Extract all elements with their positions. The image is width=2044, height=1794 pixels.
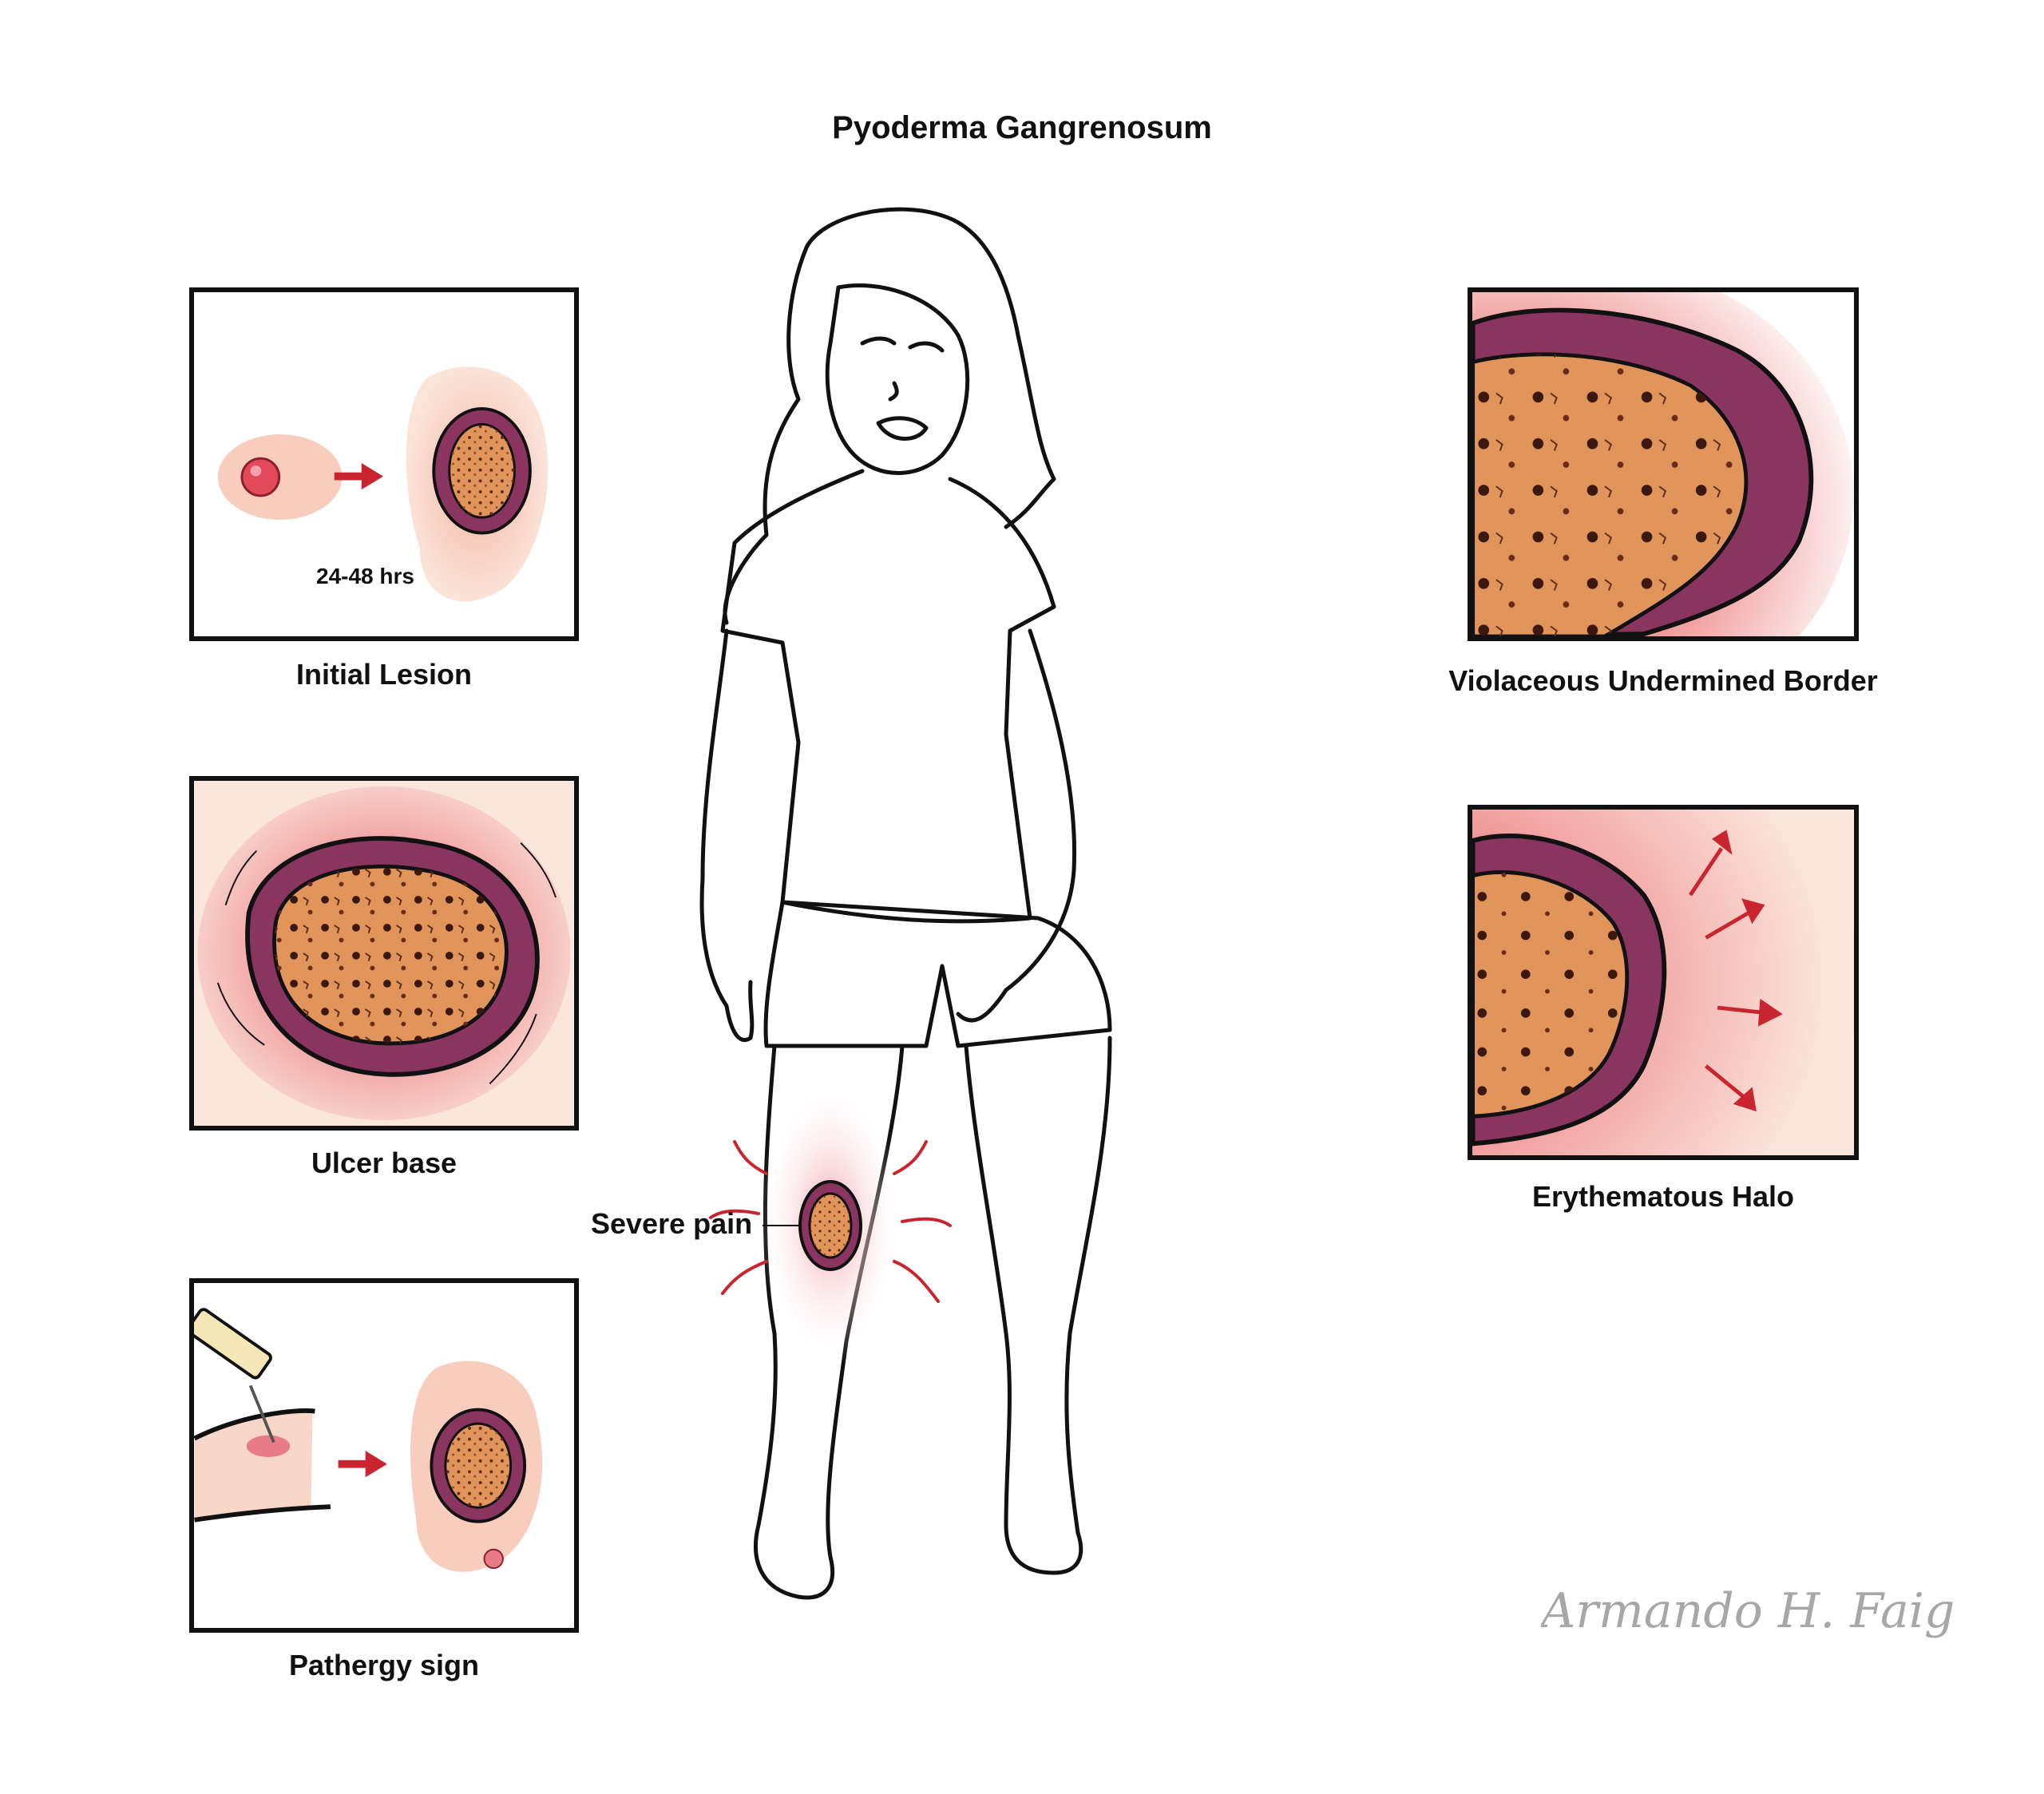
ulcer-base-illustration <box>194 781 574 1126</box>
caption-violaceous-border: Violaceous Undermined Border <box>1448 664 1878 697</box>
signature-text: Armando H. Faigl <box>1541 1583 1956 1639</box>
syringe-icon <box>194 1308 275 1444</box>
caption-initial-lesion: Initial Lesion <box>295 658 473 691</box>
spreading-arrows <box>1689 830 1783 1112</box>
panel-ulcer-base <box>189 776 579 1131</box>
artist-signature: Armando H. Faigl <box>1541 1583 1956 1639</box>
pain-lines <box>709 1140 952 1303</box>
caption-erythematous-halo: Erythematous Halo <box>1531 1180 1795 1213</box>
patient-figure <box>699 207 1112 1600</box>
skin-surface <box>194 1410 313 1520</box>
panel-pathergy-sign <box>189 1278 579 1633</box>
progression-arrow <box>338 1451 387 1478</box>
right-leg <box>964 1036 1112 1575</box>
edema-lines <box>216 842 557 1085</box>
satellite-pustule <box>483 1548 504 1570</box>
violaceous-border-illustration <box>1472 292 1854 636</box>
pathergy-sign-illustration <box>194 1308 543 1572</box>
initial-lesion-illustration <box>217 366 549 602</box>
right-arm <box>956 628 1077 1023</box>
progression-arrow <box>334 463 384 490</box>
caption-ulcer-base: Ulcer base <box>311 1146 458 1179</box>
caption-pathergy-sign: Pathergy sign <box>288 1649 480 1681</box>
panel-violaceous-border <box>1468 287 1859 641</box>
severe-pain-label: Severe pain <box>591 1207 753 1240</box>
time-label: 24-48 hrs <box>316 564 414 588</box>
shorts <box>763 900 1112 1048</box>
early-pustule <box>240 457 281 497</box>
hair <box>723 207 1056 625</box>
erythematous-halo-illustration <box>1472 810 1854 1155</box>
panel-erythematous-halo <box>1468 805 1859 1160</box>
panel-initial-lesion: 24-48 hrs <box>189 287 579 641</box>
head <box>825 283 970 475</box>
left-arm <box>699 628 755 1042</box>
shirt <box>720 469 1056 924</box>
diagram-title: Pyoderma Gangrenosum <box>832 110 1212 145</box>
